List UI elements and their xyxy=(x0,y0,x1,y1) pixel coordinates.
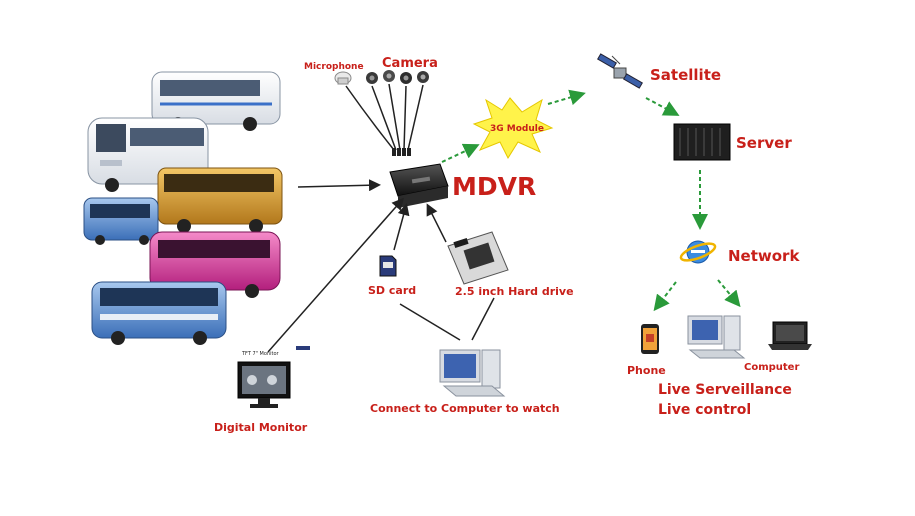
live-surveillance-label: Live Serveillance xyxy=(658,382,792,398)
desktop-computer-icon xyxy=(439,349,506,397)
bus-icon xyxy=(149,231,281,298)
desktop-computer-icon xyxy=(687,315,746,359)
sd-card-icon xyxy=(379,255,397,277)
camera-cables xyxy=(345,83,424,151)
bus-icon xyxy=(151,71,281,131)
monitor-brand-logo xyxy=(296,346,310,350)
bus-icon xyxy=(91,281,227,345)
3g-module-label: 3G Module xyxy=(490,124,544,134)
live-control-label: Live control xyxy=(658,402,752,418)
server-label: Server xyxy=(736,134,792,152)
network-globe-icon xyxy=(679,240,717,264)
camera-label: Camera xyxy=(382,56,438,71)
starburst-3g-module xyxy=(472,97,554,160)
bus-icon xyxy=(83,197,159,245)
phone-icon xyxy=(641,324,659,354)
monitor-icon xyxy=(237,361,291,408)
digital-monitor-label: Digital Monitor xyxy=(214,421,308,434)
computer-label: Computer xyxy=(744,362,800,373)
satellite-icon xyxy=(597,53,643,89)
phone-label: Phone xyxy=(627,364,666,377)
server-icon xyxy=(673,123,731,161)
bus-icon xyxy=(157,167,283,233)
camera-icon xyxy=(417,71,429,83)
mdvr-device-icon xyxy=(389,163,449,208)
microphone-icon xyxy=(334,71,352,85)
laptop-icon xyxy=(768,321,812,350)
camera-icon xyxy=(400,72,412,84)
camera-icon xyxy=(383,70,395,82)
microphone-label: Microphone xyxy=(304,62,364,72)
monitor-caption: TFT 7" Monitor xyxy=(242,351,279,357)
connect-computer-label: Connect to Computer to watch xyxy=(370,402,560,415)
hard-drive-label: 2.5 inch Hard drive xyxy=(455,285,574,298)
satellite-label: Satellite xyxy=(650,66,722,84)
cable-plugs xyxy=(392,148,411,156)
camera-icon xyxy=(366,72,378,84)
sd-card-label: SD card xyxy=(368,284,417,297)
network-label: Network xyxy=(728,247,800,265)
hard-drive-icon xyxy=(447,231,509,285)
bus-icon xyxy=(87,117,209,192)
mdvr-label: MDVR xyxy=(452,172,537,201)
